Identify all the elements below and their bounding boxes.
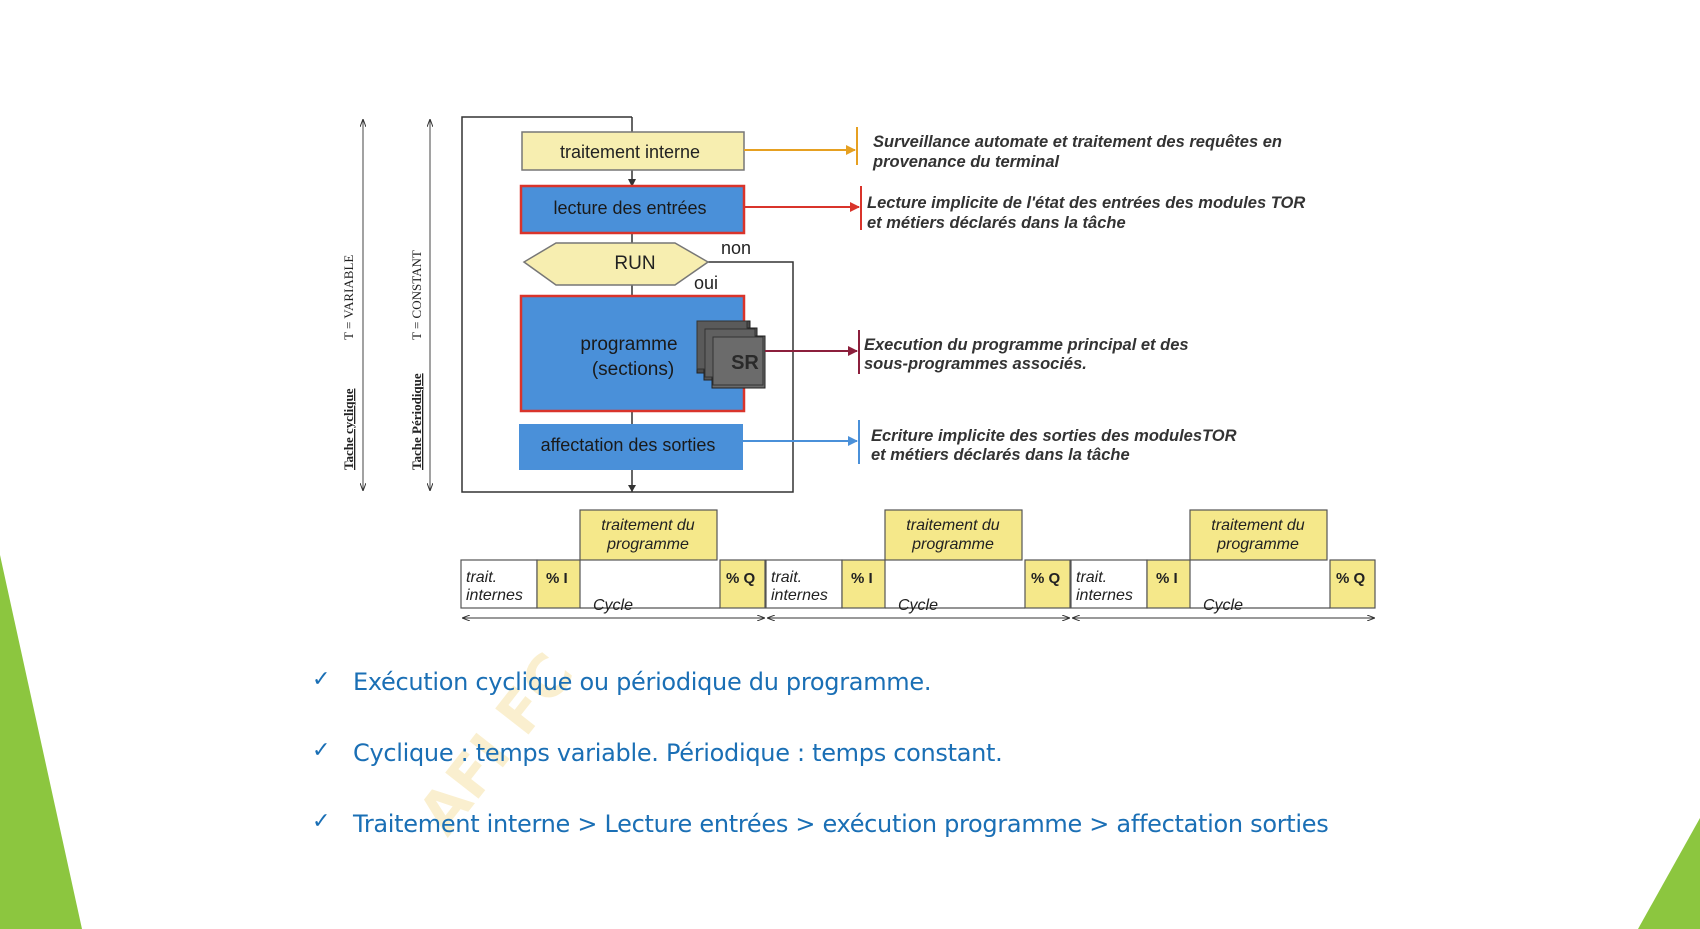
annotation-ecriture-2: et métiers déclarés dans la tâche (871, 446, 1130, 464)
timeline-pct-i-box (841, 559, 886, 609)
box-programme-label-2: (sections) (592, 359, 674, 380)
box-traitement-interne (521, 131, 745, 171)
bullet-text-2: Cyclique : temps variable. Périodique : … (353, 739, 1003, 767)
timeline-pct-q-label: % Q (1336, 570, 1366, 587)
check-icon: ✓ (312, 809, 331, 834)
timeline-trait-label-2: internes (771, 587, 828, 604)
timeline-trait-label-2: internes (466, 587, 523, 604)
non-label: non (721, 238, 751, 258)
timeline-pct-i-box (1146, 559, 1191, 609)
check-icon: ✓ (312, 738, 331, 763)
check-icon: ✓ (312, 667, 331, 692)
green-corner-right (1638, 818, 1700, 929)
timeline-trait-label-1: trait. (771, 569, 802, 586)
bullet-item-2: ✓ Cyclique : temps variable. Périodique … (312, 738, 1328, 810)
loop-return-arrowhead (628, 485, 636, 492)
bullet-text-3: Traitement interne > Lecture entrées > e… (353, 810, 1329, 838)
box-programme-label-1: programme (580, 334, 677, 355)
timeline-trait-label-1: trait. (1076, 569, 1107, 586)
timeline-pct-i-box (536, 559, 581, 609)
timeline-program-box (1189, 509, 1328, 561)
timeline-cycle-label: Cycle (1203, 597, 1243, 614)
box-lecture-entrees (519, 184, 746, 235)
timeline-program-label-2: programme (1216, 536, 1299, 553)
side-label-periodic: Tache Périodique T = CONSTANT (409, 250, 424, 470)
timeline-program-label-1: traitement du (1211, 517, 1304, 534)
timeline-pct-i-label: % I (851, 570, 873, 587)
tache-periodique-label: Tache Périodique (409, 373, 424, 470)
run-decision (522, 242, 710, 286)
sr-stack-card-c (712, 336, 764, 386)
annotation-execution-1: Execution du programme principal et des (864, 336, 1189, 354)
timeline-trait-box (1070, 559, 1148, 609)
sr-label: SR (731, 352, 759, 374)
box-affectation-sorties-label: affectation des sorties (541, 435, 716, 455)
timeline-trait-label-2: internes (1076, 587, 1133, 604)
timeline-pct-q-box (1329, 559, 1376, 609)
annotation-execution-2: sous-programmes associés. (864, 355, 1087, 373)
timeline-pct-q-label: % Q (726, 570, 756, 587)
timeline-trait-label-1: trait. (466, 569, 497, 586)
timeline-program-label-2: programme (606, 536, 689, 553)
timeline-pct-q-box (719, 559, 766, 609)
timeline-program-box (579, 509, 718, 561)
green-corner-left (0, 555, 82, 929)
run-decision-label: RUN (614, 253, 655, 274)
bullet-item-3: ✓ Traitement interne > Lecture entrées >… (312, 809, 1329, 881)
non-bypass-line (632, 261, 794, 493)
loop-frame (461, 116, 632, 493)
bullet-item-1: ✓ Exécution cyclique ou périodique du pr… (312, 667, 1328, 739)
timeline-pct-i-label: % I (1156, 570, 1178, 587)
oui-label: oui (694, 273, 718, 293)
bullet-list: ✓ Exécution cyclique ou périodique du pr… (312, 667, 1329, 881)
timeline-pct-q-box (1024, 559, 1071, 609)
timeline-cycle-label: Cycle (898, 597, 938, 614)
annotation-surveillance-2: provenance du terminal (872, 153, 1060, 171)
tache-cyclique-label: Tache cyclique (341, 388, 356, 470)
annotation-surveillance-1: Surveillance automate et traitement des … (873, 133, 1282, 151)
annotation-lecture-2: et métiers déclarés dans la tâche (867, 214, 1126, 232)
timeline-cycle-label: Cycle (593, 597, 633, 614)
side-label-cyclic: Tache cyclique T = VARIABLE (341, 255, 356, 470)
timeline-program-box (884, 509, 1023, 561)
box-affectation-sorties (519, 424, 743, 470)
timeline-program-label-2: programme (911, 536, 994, 553)
box-traitement-interne-label: traitement interne (560, 142, 700, 162)
timeline-pct-i-label: % I (546, 570, 568, 587)
timeline-program-label-1: traitement du (601, 517, 694, 534)
annotation-lecture-1: Lecture implicite de l'état des entrées … (867, 194, 1305, 212)
annotation-ecriture-1: Ecriture implicite des sorties des modul… (871, 427, 1237, 445)
bullet-text-1: Exécution cyclique ou périodique du prog… (353, 668, 932, 696)
timeline-trait-box (765, 559, 843, 609)
timeline-program-label-1: traitement du (906, 517, 999, 534)
t-constant-label: T = CONSTANT (409, 250, 424, 340)
t-variable-label: T = VARIABLE (341, 255, 356, 340)
box-lecture-entrees-label: lecture des entrées (553, 198, 706, 218)
timeline-trait-box (460, 559, 538, 609)
timeline-pct-q-label: % Q (1031, 570, 1061, 587)
